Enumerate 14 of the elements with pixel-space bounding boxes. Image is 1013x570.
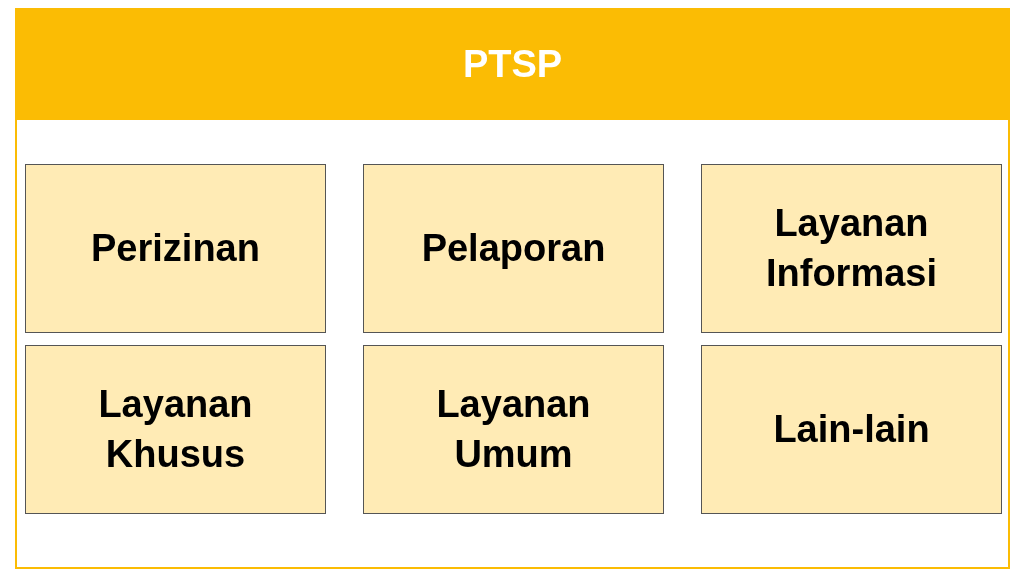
category-box (25, 164, 326, 333)
box-label: Layanan Khusus (97, 382, 254, 477)
panel (15, 8, 1010, 569)
box-label: Layanan Umum (435, 382, 592, 477)
box-label: Pelaporan (420, 225, 607, 271)
box-label: Perizinan (90, 225, 261, 271)
category-box (363, 345, 664, 514)
category-box (701, 345, 1002, 514)
category-box (701, 164, 1002, 333)
box-label: Lain-lain (772, 406, 931, 452)
category-box (25, 345, 326, 514)
category-box (363, 164, 664, 333)
panel-title: PTSP (462, 42, 563, 86)
box-label: Layanan Informasi (764, 201, 938, 296)
